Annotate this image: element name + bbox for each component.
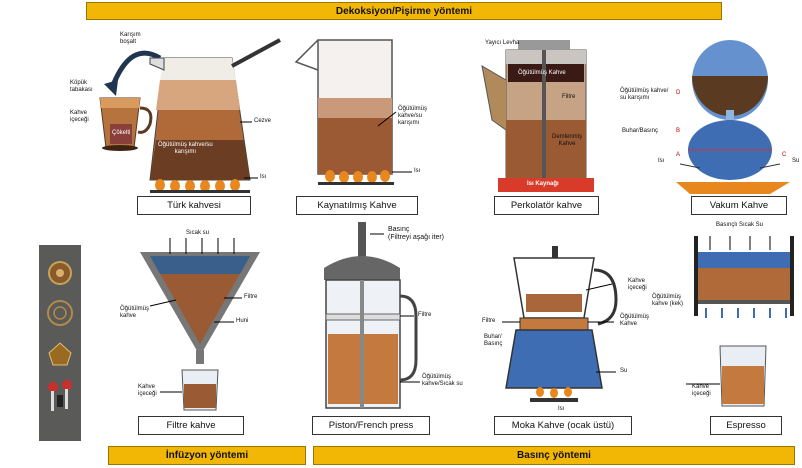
label-su-vakum: Su	[792, 158, 800, 164]
label-ogutulmus-perkolator: Öğütülmüş Kahve	[518, 70, 566, 76]
label-kahve-icecegi-espresso: Kahve içeceği	[692, 384, 711, 397]
label-d: D	[676, 90, 681, 96]
caption-kaynatilmis-kahve: Kaynatılmış Kahve	[296, 196, 418, 215]
label-basincli-sicak-su: Basınçlı Sıcak Su	[716, 222, 764, 228]
banner-pressure: Basınç yöntemi	[313, 446, 795, 465]
caption-turk-kahvesi: Türk kahvesi	[137, 196, 251, 215]
label-kahve-icecegi-turk: Kahve içeceği	[70, 110, 89, 123]
label-ogutulmus-moka: Öğütülmüş Kahve	[620, 314, 650, 327]
label-basinc-piston: Basınç (Filtreyi aşağı iter)	[388, 226, 445, 242]
emblem-icon-1	[47, 261, 73, 411]
label-b: B	[676, 128, 681, 134]
label-a: A	[676, 152, 681, 158]
banner-infusion: İnfüzyon yöntemi	[108, 446, 306, 465]
label-ogutulmus-filtre: Öğütülmüş kahve	[120, 306, 150, 319]
label-demlenmis-kahve: Demlenmiş Kahve	[552, 134, 583, 147]
label-isi-turk: Isı	[260, 174, 267, 180]
label-cezve: Cezve	[254, 118, 272, 124]
label-isi-kaynatilmis: Isı	[414, 168, 421, 174]
label-filtre-piston: Filtre	[418, 312, 432, 318]
caption-filtre-kahve: Filtre kahve	[138, 416, 244, 435]
label-filtre-perkolator: Filtre	[562, 94, 576, 100]
label-cokelti: Çökelti	[112, 130, 131, 136]
label-karisim-piston: Öğütülmüş kahve/Sıcak su	[422, 374, 463, 387]
label-karisim-turk: Öğütülmüş kahve/su karışımı	[158, 142, 213, 155]
label-c: C	[782, 152, 787, 158]
label-karisim-kaynatilmis: Öğütülmüş kahve/su karışımı	[398, 106, 428, 126]
label-karisim-bosalt: Karışım boşalt	[120, 32, 141, 45]
label-karisim-vakum: Öğütülmüş kahve/ su karışımı	[620, 88, 669, 101]
label-kahve-icecegi-moka: Kahve içeceği	[628, 278, 647, 291]
label-isi-kaynagi: Isı Kaynağı	[527, 181, 559, 187]
label-filtre-filtre: Filtre	[244, 294, 258, 300]
caption-piston-french-press: Piston/French press	[312, 416, 430, 435]
caption-vakum-kahve: Vakum Kahve	[691, 196, 787, 215]
label-sicak-su: Sıcak su	[186, 230, 210, 236]
label-buhar-basinc-vakum: Buhar/Basınç	[622, 128, 659, 134]
label-isi-vakum: Isı	[658, 158, 665, 164]
label-isi-moka: Isı	[558, 406, 565, 412]
caption-moka-kahve: Moka Kahve (ocak üstü)	[494, 416, 632, 435]
banner-decoction: Dekoksiyon/Pişirme yöntemi	[86, 2, 722, 20]
historic-icons-panel	[39, 245, 81, 441]
label-su-moka: Su	[620, 368, 628, 374]
label-buhar-basinc-moka: Buhar/ Basınç	[484, 334, 503, 347]
caption-perkolator-kahve: Perkolatör kahve	[494, 196, 599, 215]
label-yayici-levha: Yayıcı Levha	[485, 40, 520, 46]
label-kahve-icecegi-filtre: Kahve içeceği	[138, 384, 157, 397]
label-ogutulmus-espresso: Öğütülmüş kahve (kek)	[652, 294, 684, 307]
caption-espresso: Espresso	[710, 416, 782, 435]
label-kopuk-tabakasi: Köpük tabakası	[70, 80, 93, 93]
label-huni: Huni	[236, 318, 249, 324]
label-filtre-moka: Filtre	[482, 318, 496, 324]
